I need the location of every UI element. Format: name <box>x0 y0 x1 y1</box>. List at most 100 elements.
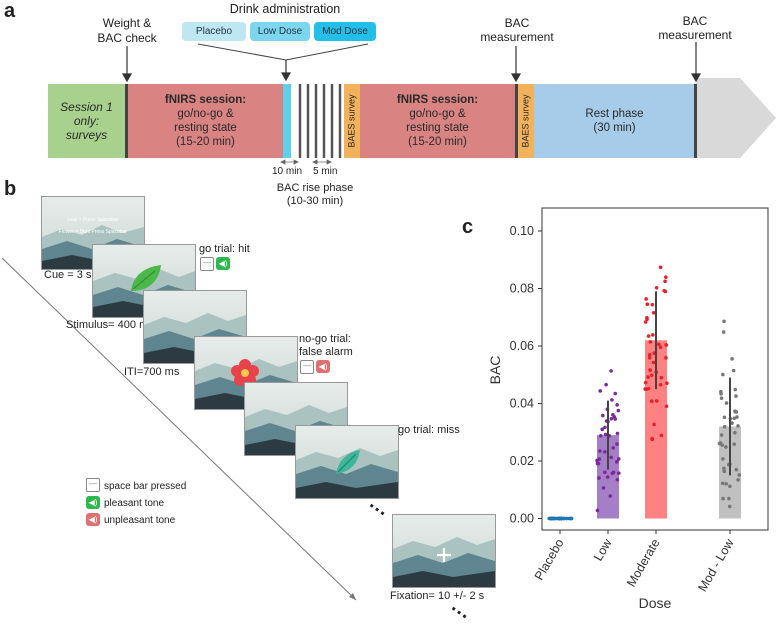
space-bar-icon: — <box>200 257 214 271</box>
data-point <box>651 360 656 365</box>
legend-unpleasant-icon: ◀) <box>86 513 100 526</box>
legend-pleasant-label: pleasant tone <box>104 498 165 509</box>
data-point <box>724 401 729 405</box>
data-point <box>648 340 653 344</box>
x-tick-label: Low <box>591 536 615 564</box>
data-point <box>722 466 726 471</box>
panel-c-letter: c <box>462 216 474 238</box>
data-point <box>609 416 614 421</box>
space-bar-icon: — <box>300 360 314 374</box>
nogo-label: no-go trial: false alarm <box>299 333 353 358</box>
data-point <box>720 443 725 447</box>
data-point <box>559 516 563 521</box>
data-point <box>721 496 725 501</box>
y-tick-label: 0.00 <box>510 512 534 526</box>
data-point <box>616 471 621 475</box>
data-point <box>659 433 664 438</box>
five-min-label: 5 min <box>313 166 338 177</box>
y-tick-label: 0.02 <box>510 454 534 468</box>
data-point <box>722 319 726 324</box>
bac-measurement-label-2: BAC measurement <box>658 14 732 42</box>
data-point <box>603 450 607 454</box>
go-miss-label: go trial: miss <box>398 424 460 436</box>
data-point <box>719 433 724 437</box>
go-hit-label: go trial: hit <box>199 243 250 255</box>
cue-duration: Cue = 3 s <box>44 269 92 281</box>
data-point <box>650 333 655 337</box>
data-point <box>643 320 648 324</box>
panel-a-letter: a <box>4 0 16 22</box>
data-point <box>601 413 605 418</box>
data-point <box>719 396 724 400</box>
fnirs-1-title: fNIRS session: <box>164 94 247 106</box>
data-point <box>652 422 656 427</box>
pleasant-tone-icon: ◀) <box>216 257 230 270</box>
data-point <box>645 317 649 322</box>
data-point <box>595 461 600 466</box>
data-point <box>643 380 648 385</box>
data-point <box>615 442 619 446</box>
cue-instruction-1: Leaf = Press Spacebar <box>67 217 119 223</box>
fnirs-session-1: fNIRS session: go/no-go & resting state … <box>128 84 283 158</box>
data-point <box>648 368 652 372</box>
data-point <box>721 457 725 461</box>
x-tick-label: Placebo <box>532 536 567 582</box>
baes-survey-1: BAES survey <box>344 84 360 158</box>
data-point <box>717 441 722 446</box>
weight-check-label: Weight & BAC check <box>97 16 157 45</box>
data-point <box>657 342 661 347</box>
data-point <box>645 302 650 306</box>
go-miss-screen <box>295 425 399 499</box>
fixation-duration: Fixation= 10 +/- 2 s <box>390 590 485 602</box>
stimulus-duration: Stimulus= 400 ms <box>66 319 154 331</box>
x-tick-label: Moderate <box>624 536 663 589</box>
y-tick-label: 0.04 <box>510 397 534 411</box>
mountain-landscape <box>296 448 398 498</box>
data-point <box>658 345 663 350</box>
data-point <box>646 375 650 379</box>
data-point <box>736 478 740 482</box>
data-point <box>646 334 651 338</box>
data-point <box>664 275 668 279</box>
data-point <box>554 516 558 521</box>
fnirs-2-title: fNIRS session: <box>396 94 479 106</box>
iti-duration: ITI=700 ms <box>124 366 180 378</box>
data-point <box>664 343 669 347</box>
data-point <box>647 353 652 357</box>
session1-block: Session 1 only: surveys <box>48 84 125 158</box>
data-point <box>611 412 615 417</box>
data-point <box>722 415 727 420</box>
data-point <box>720 481 725 486</box>
data-point <box>737 473 742 477</box>
session1-label: Session 1 only: surveys <box>60 100 113 142</box>
drink-mod-dose: Mod Dose <box>314 22 376 41</box>
data-point <box>603 470 607 475</box>
legend-space-bar-label: space bar pressed <box>104 481 187 492</box>
drink-low-dose: Low Dose <box>250 22 310 41</box>
divider <box>125 84 128 158</box>
data-point <box>736 424 740 428</box>
y-tick-label: 0.06 <box>510 339 534 353</box>
data-point <box>733 387 738 392</box>
bac-measurement-label-1: BAC measurement <box>480 16 554 44</box>
data-point <box>724 445 728 449</box>
data-point <box>595 508 600 513</box>
divider <box>694 84 697 158</box>
legend-space-bar-icon: — <box>86 478 100 492</box>
data-point <box>734 467 739 472</box>
legend-pleasant-icon: ◀) <box>86 496 100 509</box>
data-point <box>664 356 668 360</box>
data-point <box>615 431 620 436</box>
data-point <box>722 424 727 429</box>
data-point <box>608 494 613 498</box>
data-point <box>658 265 663 270</box>
data-point <box>616 457 621 461</box>
data-point <box>651 310 656 315</box>
data-point <box>654 285 659 290</box>
y-tick-label: 0.10 <box>510 224 534 238</box>
y-axis-label: BAC <box>487 356 503 385</box>
data-point <box>662 288 667 293</box>
rest-phase: Rest phase (30 min) <box>534 84 695 158</box>
legend-unpleasant-label: unpleasant tone <box>104 515 176 526</box>
